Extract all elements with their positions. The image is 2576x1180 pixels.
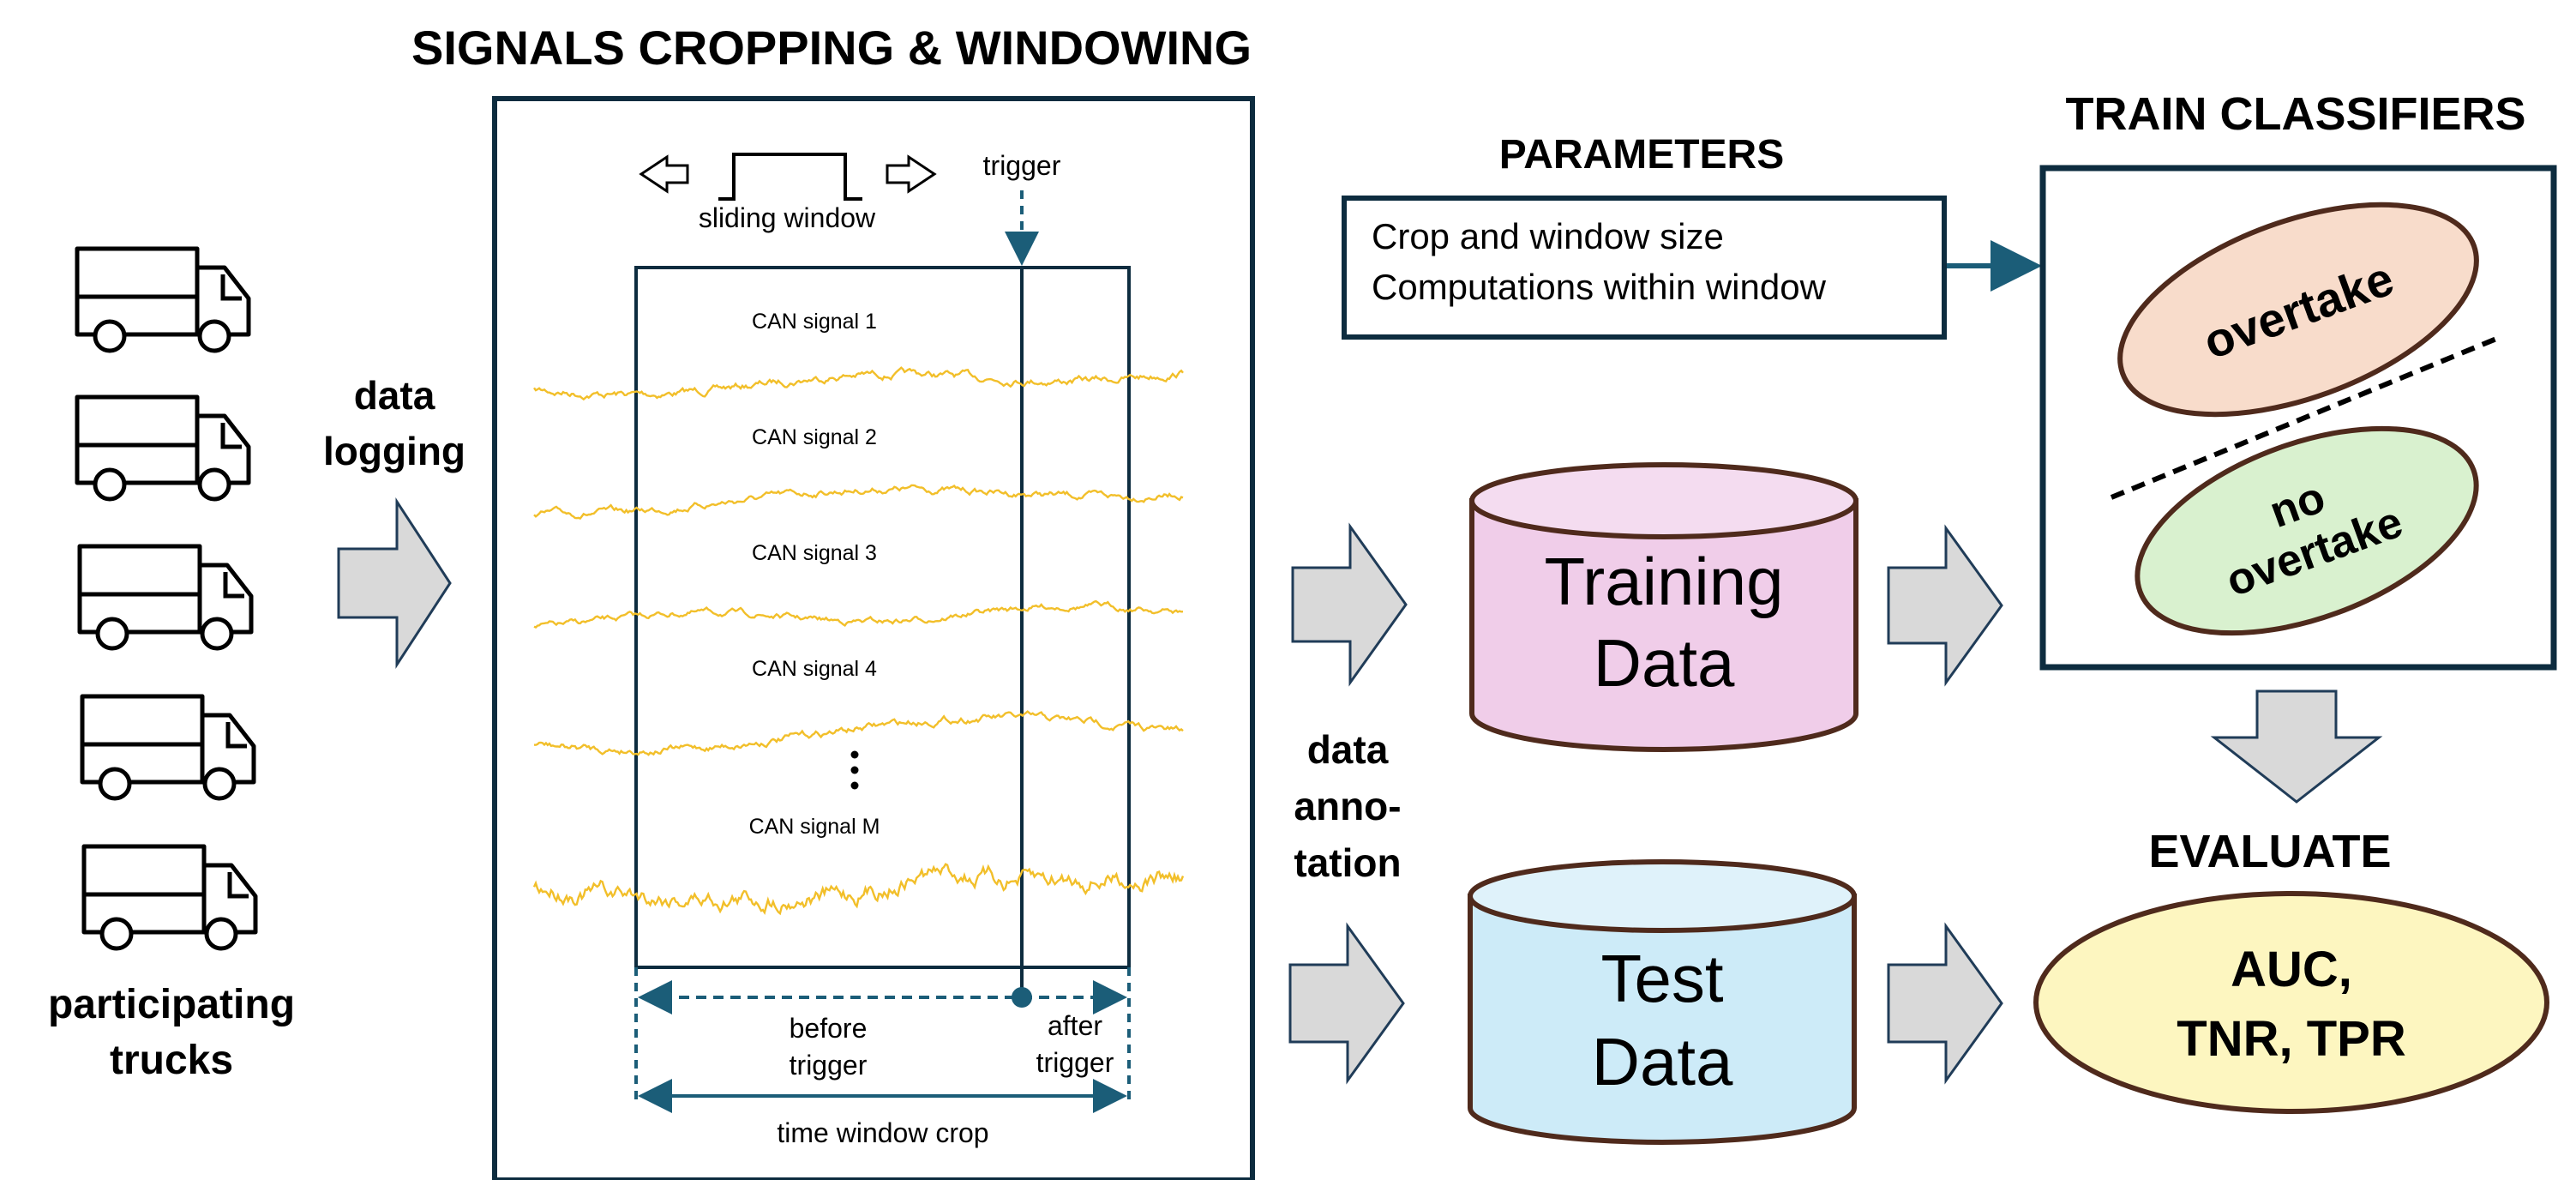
left-hollow-arrow-icon (639, 154, 689, 194)
can-signal-trace (533, 599, 1184, 629)
parameters-box (1342, 196, 1947, 340)
training-data-cylinder-top (1469, 462, 1858, 539)
can-signal-trace (533, 484, 1184, 521)
ellipsis-dot-1 (850, 750, 859, 759)
parameters-line1: Crop and window size (1372, 216, 1724, 256)
classifiers-to-evaluate-arrow (2210, 689, 2383, 804)
after-trigger-label-line1: after (1048, 1010, 1102, 1041)
metrics-ellipse (2033, 891, 2549, 1114)
cropping-panel (492, 96, 1255, 1180)
data-annotation-line2: anno- (1294, 784, 1401, 828)
data-logging-label-line2: logging (323, 429, 465, 473)
truck-icon (75, 394, 251, 502)
sliding-window-label: sliding window (699, 202, 876, 233)
test-data-cylinder-top (1468, 859, 1857, 933)
test-data-label-line2: Data (1592, 1024, 1733, 1099)
training-data-cylinder-body (1469, 498, 1858, 752)
test-to-evaluate-arrow (1887, 922, 2003, 1085)
can-signal-label: CAN signal 2 (752, 425, 877, 449)
time-window-crop-label: time window crop (777, 1117, 988, 1148)
trigger-point (1012, 987, 1032, 1008)
cropping-title: SIGNALS CROPPING & WINDOWING (411, 21, 1252, 75)
metrics-line1: AUC, (2231, 942, 2352, 997)
no-overtake-class-ellipse (2135, 425, 2479, 636)
overtake-class-ellipse (2117, 202, 2479, 418)
ellipsis-dot-3 (850, 781, 859, 790)
training-to-classifiers-arrow (1887, 524, 2003, 687)
annotation-to-test-arrow (1288, 922, 1405, 1085)
data-annotation-line3: tation (1294, 840, 1401, 885)
right-hollow-arrow-icon (886, 154, 937, 194)
training-data-label-line1: Training (1545, 544, 1784, 619)
trucks-group (75, 246, 258, 951)
training-data-label-line2: Data (1594, 625, 1735, 701)
can-signal-trace (533, 710, 1184, 756)
parameters-line2: Computations within window (1372, 267, 1827, 307)
can-signal-label: CAN signal M (749, 815, 880, 839)
before-trigger-label-line2: trigger (790, 1050, 868, 1081)
truck-icon (81, 844, 258, 951)
after-trigger-label-line2: trigger (1036, 1047, 1114, 1078)
truck-icon (77, 544, 254, 651)
decision-boundary-line (2110, 334, 2502, 500)
test-data-label-line1: Test (1600, 941, 1723, 1016)
can-signal-label: CAN signal 3 (752, 541, 877, 565)
can-signal-trace (533, 366, 1184, 401)
signals-group: CAN signal 1 CAN signal 2 CAN signal 3 CAN … (532, 310, 1185, 916)
train-classifiers-title: TRAIN CLASSIFIERS (2065, 88, 2525, 140)
annotation-to-training-arrow (1291, 522, 1408, 687)
signal-plot-box (634, 266, 1131, 969)
trucks-label-line1: participating (48, 982, 295, 1027)
can-signal-trace (532, 863, 1185, 916)
test-data-cylinder-body (1468, 894, 1857, 1145)
before-trigger-label-line1: before (790, 1013, 868, 1044)
trigger-label: trigger (983, 150, 1061, 181)
truck-icon (75, 246, 251, 353)
data-logging-arrow (337, 497, 452, 670)
data-annotation-line1: data (1307, 727, 1389, 772)
data-logging-label-line1: data (354, 373, 435, 418)
metrics-line2: TNR, TPR (2177, 1011, 2405, 1067)
trucks-label-line2: trucks (110, 1038, 233, 1083)
parameters-title: PARAMETERS (1499, 132, 1784, 178)
sliding-window-pulse-icon (718, 153, 862, 201)
truck-icon (80, 694, 256, 801)
evaluate-title: EVALUATE (2149, 826, 2392, 877)
ellipsis-dot-2 (850, 766, 859, 774)
can-signal-label: CAN signal 4 (752, 657, 877, 681)
can-signal-label: CAN signal 1 (752, 310, 877, 334)
